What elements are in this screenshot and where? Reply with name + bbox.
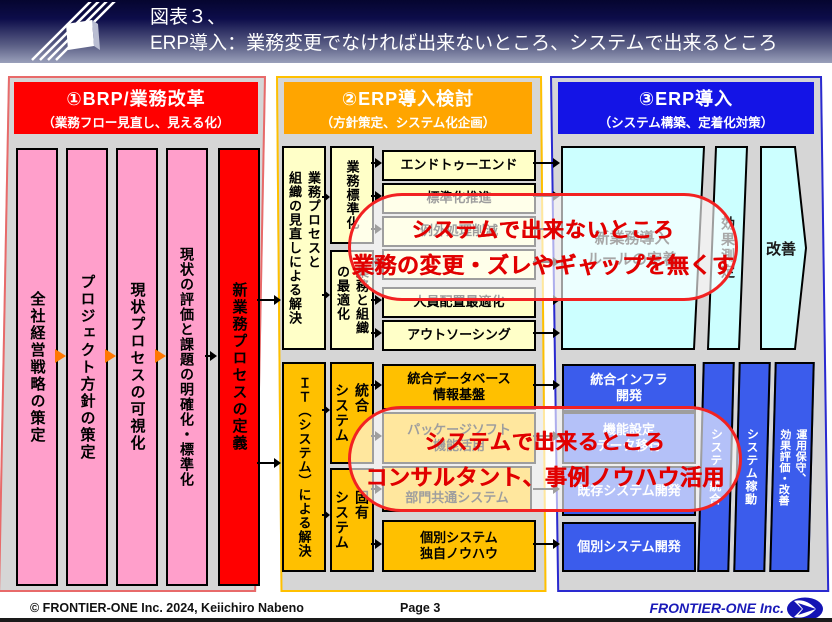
process-bar-label: 全社経営戦略の策定 bbox=[28, 290, 46, 444]
solution-bar-label: ＩＴ（システム）による解決 bbox=[296, 376, 312, 558]
panel-title-text: ③ERP導入 bbox=[638, 89, 734, 109]
copyright-text: © FRONTIER-ONE Inc. 2024, Keiichiro Nabe… bbox=[30, 601, 304, 615]
phase-bar-operations: 運用保守、 効果評価・改善 bbox=[769, 362, 815, 572]
task-box-outsourcing: アウトソーシング bbox=[382, 320, 536, 351]
dev-box-infra: 統合インフラ 開発 bbox=[562, 364, 696, 412]
panel-subtitle-text: （システム構築、定着化対策） bbox=[598, 116, 774, 130]
bottom-edge bbox=[0, 618, 832, 622]
panel-title-text: ②ERP導入検討 bbox=[341, 89, 475, 109]
process-bar-project-policy: プロジェクト方針の策定 bbox=[66, 148, 108, 586]
panel-title-erp-study: ②ERP導入検討 （方針策定、システム化企画） bbox=[284, 82, 532, 134]
callout-can-system: システムで出来るところ コンサルタント、事例ノウハウ活用 bbox=[348, 406, 742, 512]
header-banner: 図表３、ERP導入：業務変更でなければ出来ないところ、システムで出来るところ bbox=[0, 0, 832, 63]
solution-bar-it: ＩＴ（システム）による解決 bbox=[282, 362, 326, 572]
brand-logo-icon bbox=[787, 597, 823, 621]
task-box-database: 統合データベース 情報基盤 bbox=[382, 364, 536, 410]
task-box-individual: 個別システム 独自ノウハウ bbox=[382, 520, 536, 572]
mid-bar-label: 業務標準化 bbox=[344, 160, 360, 230]
panel-title-text: ①BRP/業務改革 bbox=[66, 89, 206, 109]
brand-text: FRONTIER-ONE Inc. bbox=[649, 600, 784, 616]
dev-box-label: 統合インフラ 開発 bbox=[590, 371, 668, 403]
task-box-label: エンドトゥーエンド bbox=[400, 157, 518, 173]
callout-cannot-system: システムで出来ないところ 業務の変更・ズレやギャップを無くす bbox=[348, 193, 738, 301]
solution-bar-label: 業務プロセスと 組織の見直しによる解決 bbox=[287, 171, 321, 325]
callout-line: 業務の変更・ズレやギャップを無くす bbox=[351, 253, 735, 278]
mid-bar-label: 統合 システム bbox=[334, 383, 370, 443]
callout-line: コンサルタント、事例ノウハウ活用 bbox=[365, 465, 725, 490]
solution-bar-business: 業務プロセスと 組織の見直しによる解決 bbox=[282, 146, 326, 350]
task-box-label: アウトソーシング bbox=[407, 327, 511, 343]
panel-title-erp-deploy: ③ERP導入 （システム構築、定着化対策） bbox=[558, 82, 814, 134]
process-bar-label: 新業務プロセスの定義 bbox=[230, 282, 248, 452]
process-bar-label: プロジェクト方針の策定 bbox=[78, 273, 96, 461]
deploy-improve-label: 改善 bbox=[765, 240, 796, 258]
process-bar-evaluate: 現状の評価と課題の明確化・標準化 bbox=[166, 148, 208, 586]
panel-title-brp: ①BRP/業務改革 （業務フロー見直し、見える化） bbox=[14, 82, 258, 134]
process-bar-label: 現状プロセスの可視化 bbox=[128, 282, 146, 452]
process-bar-label: 現状の評価と課題の明確化・標準化 bbox=[179, 247, 195, 487]
page-number: Page 3 bbox=[400, 601, 441, 615]
task-box-label: 統合データベース 情報基盤 bbox=[407, 370, 511, 402]
slide-title: 図表３、ERP導入：業務変更でなければ出来ないところ、システムで出来るところ bbox=[150, 7, 778, 54]
phase-bar-label: 運用保守、 効果評価・改善 bbox=[776, 428, 808, 506]
process-bar-visualize: 現状プロセスの可視化 bbox=[116, 148, 158, 586]
frontier-logo-mark-icon bbox=[31, 2, 116, 61]
process-bar-new-process: 新業務プロセスの定義 bbox=[218, 148, 260, 586]
panel-subtitle-text: （方針策定、システム化企画） bbox=[320, 116, 496, 130]
task-box-end-to-end: エンドトゥーエンド bbox=[382, 150, 536, 181]
mid-bar-proprietary-system: 固有 システム bbox=[330, 468, 374, 572]
process-bar-strategy: 全社経営戦略の策定 bbox=[16, 148, 58, 586]
panel-subtitle-text: （業務フロー見直し、見える化） bbox=[42, 116, 230, 130]
phase-bar-label: システム稼動 bbox=[743, 428, 760, 506]
task-box-label: 個別システム 独自ノウハウ bbox=[419, 529, 498, 561]
dev-box-individual: 個別システム開発 bbox=[562, 522, 696, 572]
dev-box-label: 個別システム開発 bbox=[577, 538, 681, 554]
callout-line: システムで出来るところ bbox=[424, 431, 666, 454]
callout-line: システムで出来ないところ bbox=[411, 219, 675, 242]
